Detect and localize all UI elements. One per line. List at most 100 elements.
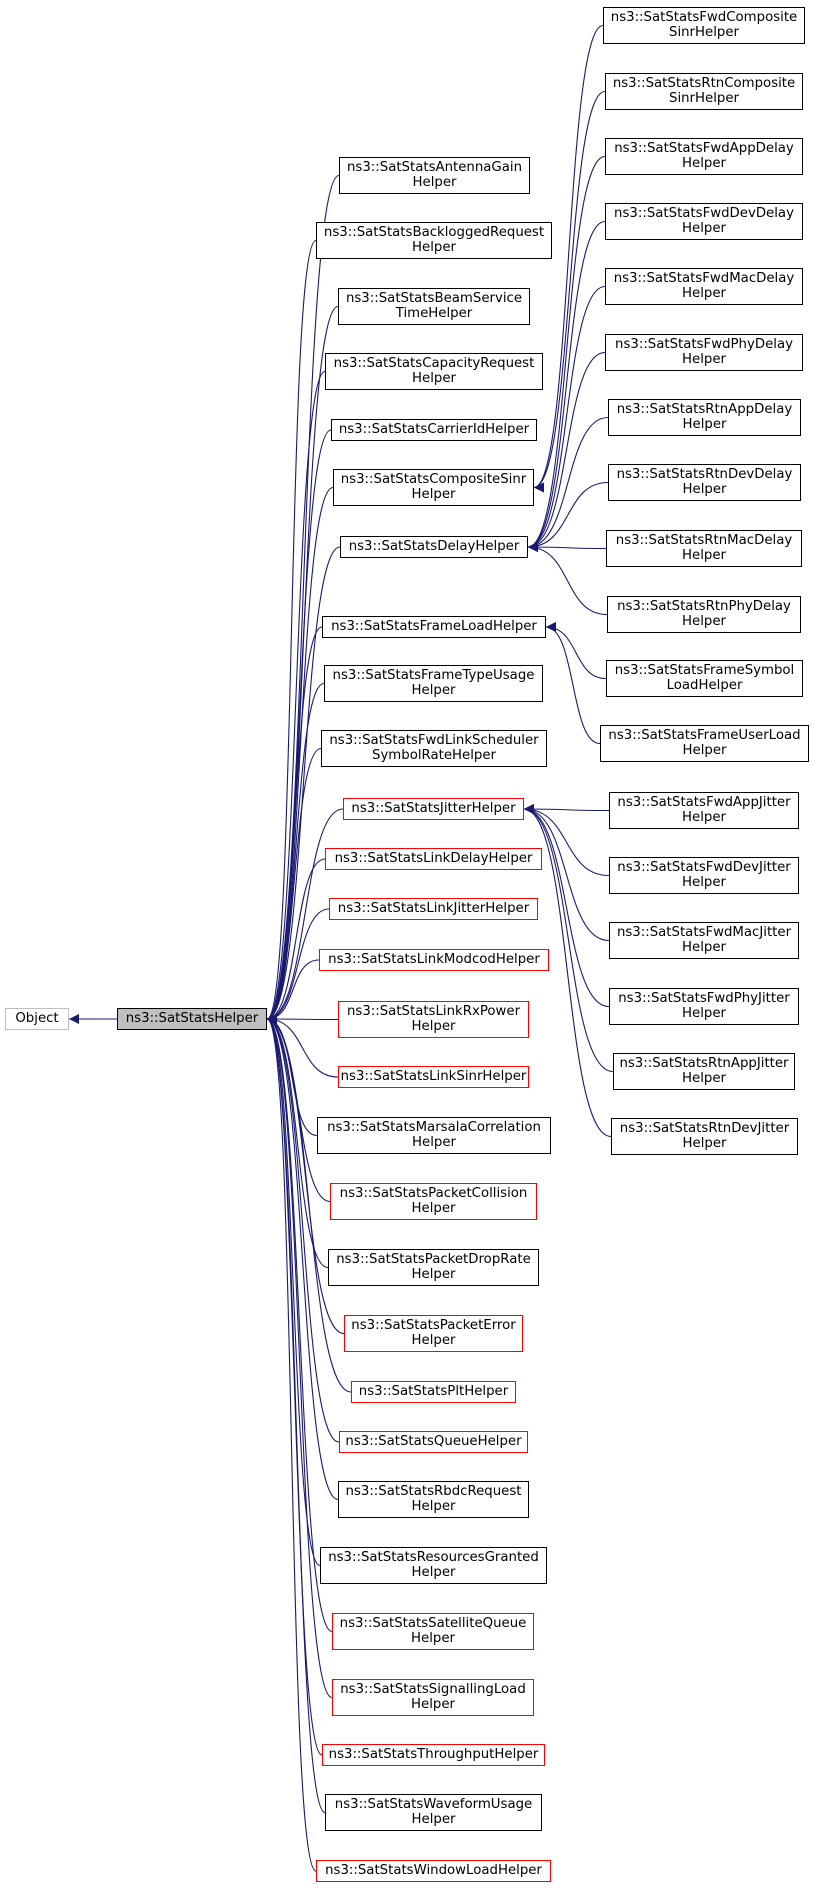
inheritance-edge-marsala bbox=[266, 1014, 318, 1137]
inheritance-edge-queue bbox=[266, 1014, 340, 1443]
class-node-label: ns3::SatStatsFwdPhyDelay bbox=[615, 337, 793, 352]
class-node-label: Helper bbox=[411, 486, 456, 502]
class-node-label: ns3::SatStatsRtnAppDelay bbox=[616, 402, 793, 417]
inheritance-edge-rtn-phy-delay bbox=[527, 542, 608, 616]
class-node-label: Helper bbox=[682, 1005, 726, 1021]
class-node-label: ns3::SatStatsPacketDropRate bbox=[336, 1252, 531, 1267]
class-node-link-sinr[interactable]: ns3::SatStatsLinkSinrHelper bbox=[338, 1066, 529, 1088]
class-node-link-modcod[interactable]: ns3::SatStatsLinkModcodHelper bbox=[319, 949, 549, 971]
class-node-label: Helper bbox=[682, 1135, 727, 1151]
class-node-label: SymbolRateHelper bbox=[372, 747, 496, 763]
class-node-label: ns3::SatStatsHelper bbox=[125, 1010, 259, 1026]
class-node-label: ns3::SatStatsPltHelper bbox=[358, 1383, 509, 1399]
class-node-plt[interactable]: ns3::SatStatsPltHelper bbox=[351, 1381, 516, 1403]
class-node-label: Helper bbox=[411, 1564, 456, 1580]
class-node-label: Helper bbox=[682, 416, 727, 432]
class-node-throughput[interactable]: ns3::SatStatsThroughputHelper bbox=[322, 1744, 545, 1766]
class-node-queue[interactable]: ns3::SatStatsQueueHelper bbox=[339, 1431, 528, 1453]
inheritance-edge-frame-type-usage bbox=[266, 682, 325, 1024]
inheritance-edge-carrier-id bbox=[266, 429, 332, 1024]
class-node-label: ns3::SatStatsRtnPhyDelay bbox=[617, 599, 791, 614]
class-node-label: ns3::SatStatsRbdcRequest bbox=[345, 1484, 522, 1499]
class-node-label: Helper bbox=[682, 547, 726, 563]
class-node-label: ns3::SatStatsRtnAppJitter bbox=[619, 1056, 789, 1071]
class-node-link-jitter[interactable]: ns3::SatStatsLinkJitterHelper bbox=[329, 898, 538, 920]
inheritance-edge-link-delay bbox=[266, 858, 326, 1024]
inheritance-edge-window-load bbox=[266, 1014, 317, 1872]
inheritance-edge-link-sinr bbox=[266, 1014, 339, 1078]
class-node-helper: ns3::SatStatsHelper bbox=[117, 1008, 267, 1030]
class-node-label: ns3::SatStatsThroughputHelper bbox=[328, 1746, 539, 1762]
class-node-label: ns3::SatStatsFrameTypeUsage bbox=[332, 668, 535, 683]
class-node-label: ns3::SatStatsRtnDevJitter bbox=[619, 1121, 790, 1136]
class-node-label: ns3::SatStatsLinkRxPower bbox=[346, 1004, 521, 1019]
inheritance-edge-satellite-queue bbox=[266, 1014, 333, 1633]
class-node-delay[interactable]: ns3::SatStatsDelayHelper bbox=[340, 536, 528, 558]
class-node-label: ns3::SatStatsPacketError bbox=[351, 1318, 516, 1333]
class-node-carrier-id[interactable]: ns3::SatStatsCarrierIdHelper bbox=[331, 419, 537, 441]
inheritance-edge-fwd-mac-jitter bbox=[523, 804, 610, 942]
class-node-label: ns3::SatStatsWaveformUsage bbox=[334, 1797, 533, 1812]
inheritance-edge-resources-granted bbox=[266, 1014, 321, 1567]
class-node-label: ns3::SatStatsLinkModcodHelper bbox=[328, 951, 540, 967]
class-node-label: ns3::SatStatsLinkDelayHelper bbox=[334, 850, 533, 866]
class-node-jitter[interactable]: ns3::SatStatsJitterHelper bbox=[343, 798, 524, 820]
class-node-label: ns3::SatStatsPacketCollision bbox=[339, 1186, 528, 1201]
class-node-label: SinrHelper bbox=[669, 24, 739, 40]
class-node-window-load[interactable]: ns3::SatStatsWindowLoadHelper bbox=[316, 1860, 551, 1882]
class-node-label: ns3::SatStatsLinkSinrHelper bbox=[340, 1068, 527, 1084]
class-node-label: Helper bbox=[411, 1200, 456, 1216]
inheritance-edge-backlogged-request bbox=[266, 239, 317, 1024]
class-node-frame-load[interactable]: ns3::SatStatsFrameLoadHelper bbox=[322, 616, 546, 638]
class-node-label: Helper bbox=[411, 1498, 456, 1514]
class-node-label: Helper bbox=[412, 370, 456, 386]
inheritance-edge-packet-collision bbox=[266, 1014, 331, 1203]
inheritance-edge-fwd-app-delay bbox=[527, 155, 606, 552]
inheritance-edge-packet-error bbox=[266, 1014, 345, 1335]
class-node-object: Object bbox=[5, 1008, 69, 1030]
class-node-label: Helper bbox=[682, 351, 726, 367]
inheritance-edge-beam-service bbox=[266, 305, 339, 1024]
class-node-label: ns3::SatStatsFwdMacDelay bbox=[613, 271, 795, 286]
inheritance-edge-rtn-mac-delay bbox=[527, 542, 607, 553]
inheritance-edge-rtn-dev-delay bbox=[527, 481, 609, 552]
class-node-link-delay[interactable]: ns3::SatStatsLinkDelayHelper bbox=[325, 848, 542, 870]
class-node-label: SinrHelper bbox=[669, 90, 739, 106]
